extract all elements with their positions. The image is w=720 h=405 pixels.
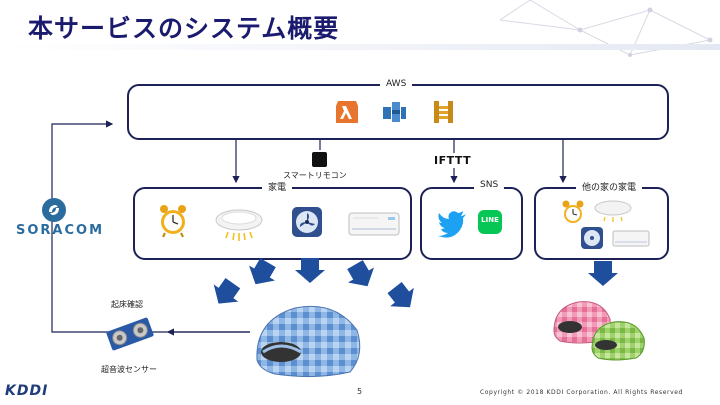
line-icon: LINE (478, 210, 502, 234)
ceiling-light-icon (215, 209, 263, 241)
aws-label: AWS (380, 79, 413, 89)
fan-icon (292, 207, 322, 237)
sensor-bottom-caption: 超音波センサー (101, 365, 157, 374)
other-home-label: 他の家の家電 (576, 180, 643, 193)
air-conditioner-icon (348, 212, 400, 236)
smart-remote-label: スマートリモコン (283, 171, 347, 180)
kddi-logo: KDDI (5, 383, 49, 399)
smart-remote-icon (312, 152, 327, 167)
soracom-logo-icon (42, 198, 66, 222)
network-decoration (499, 0, 713, 57)
iot-core-icon (383, 102, 406, 122)
page-title: 本サービスのシステム概要 (28, 14, 340, 43)
sns-label: SNS (474, 180, 505, 190)
ceiling-light-small-icon (594, 200, 632, 222)
api-gateway-icon (434, 101, 453, 123)
twitter-icon (438, 211, 466, 238)
title-underline (0, 44, 720, 50)
line-icon-text: LINE (481, 216, 499, 224)
sleeping-person-blue-icon (256, 305, 361, 378)
air-conditioner-small-icon (612, 230, 650, 247)
ifttt-label: IFTTT (434, 154, 472, 167)
sensor-top-caption: 起床確認 (111, 300, 143, 309)
fan-small-icon (581, 227, 603, 249)
alarm-clock-small-icon (562, 200, 584, 223)
sns-panel (420, 187, 523, 260)
sleeping-person-green-icon (591, 321, 645, 361)
appliances-label: 家電 (262, 180, 293, 193)
copyright-text: Copyright © 2018 KDDI Corporation. All R… (480, 389, 683, 396)
soracom-label: SORACOM (16, 223, 105, 238)
alarm-clock-icon (160, 205, 186, 238)
ultrasonic-sensor-icon (106, 317, 154, 351)
page-number: 5 (357, 387, 363, 396)
lambda-icon (336, 101, 358, 123)
